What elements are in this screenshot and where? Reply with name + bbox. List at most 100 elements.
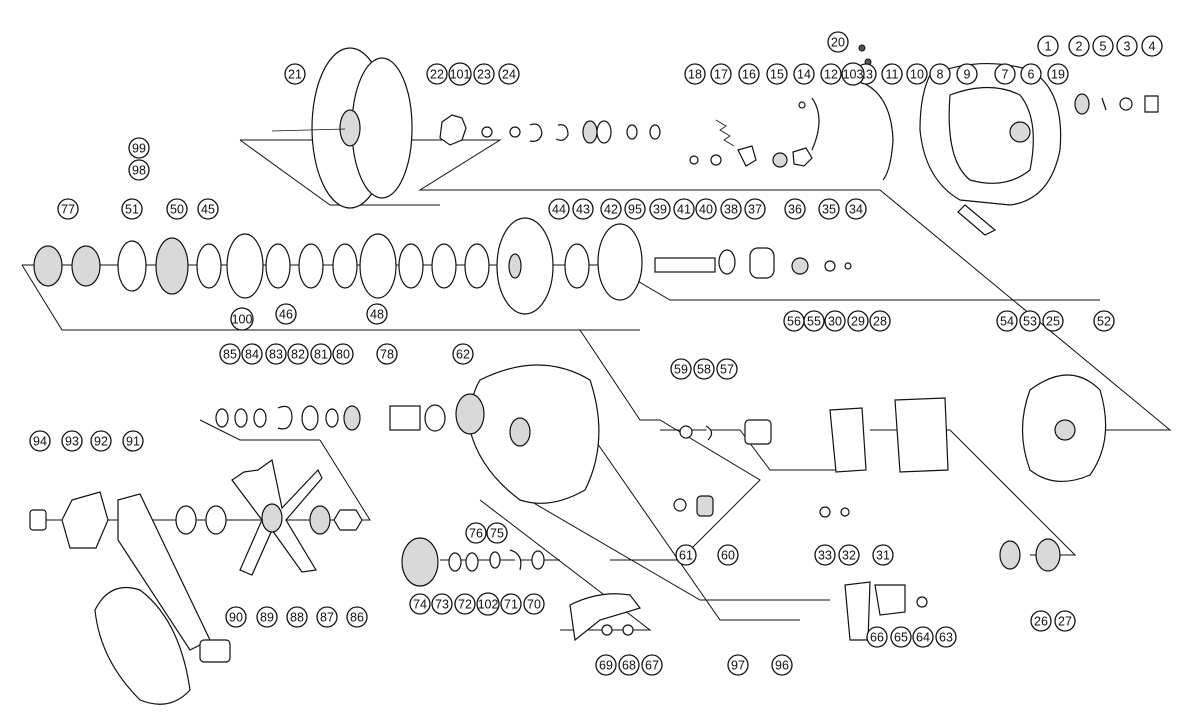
callout-label: 19	[1051, 68, 1065, 82]
callout-19: 19	[1047, 63, 1069, 85]
callout-11: 11	[881, 63, 903, 85]
callout-66: 66	[866, 626, 888, 648]
callout-95: 95	[624, 198, 646, 220]
callout-62: 62	[452, 343, 474, 365]
callout-56: 56	[783, 310, 805, 332]
callout-label: 14	[797, 68, 811, 82]
callout-94: 94	[29, 430, 51, 452]
callout-73: 73	[431, 593, 453, 615]
callout-80: 80	[332, 343, 354, 365]
callout-label: 37	[748, 203, 762, 217]
callout-25: 25	[1042, 310, 1064, 332]
callout-100: 100	[230, 307, 254, 331]
callout-5: 5	[1092, 35, 1114, 57]
callout-4: 4	[1141, 35, 1163, 57]
callout-label: 91	[126, 435, 140, 449]
callout-label: 71	[504, 598, 518, 612]
callout-label: 52	[1097, 315, 1111, 329]
callout-label: 57	[720, 363, 734, 377]
callout-57: 57	[716, 358, 738, 380]
callout-60: 60	[717, 544, 739, 566]
callout-53: 53	[1019, 310, 1041, 332]
callout-label: 4	[1149, 40, 1156, 54]
callout-15: 15	[766, 63, 788, 85]
callout-99: 99	[128, 137, 150, 159]
callout-label: 2	[1076, 40, 1083, 54]
callout-label: 9	[964, 68, 971, 82]
callout-label: 1	[1045, 40, 1052, 54]
callout-label: 75	[490, 527, 504, 541]
callout-label: 27	[1058, 615, 1072, 629]
callout-18: 18	[684, 63, 706, 85]
callout-68: 68	[618, 654, 640, 676]
callout-27: 27	[1054, 610, 1076, 632]
callout-6: 6	[1020, 63, 1042, 85]
callout-101: 101	[448, 62, 472, 86]
callout-7: 7	[994, 63, 1016, 85]
callout-40: 40	[695, 198, 717, 220]
callout-label: 30	[828, 315, 842, 329]
callout-label: 24	[502, 68, 516, 82]
brake-parts	[679, 397, 1061, 641]
callout-label: 53	[1023, 315, 1037, 329]
callout-label: 72	[458, 598, 472, 612]
callout-93: 93	[61, 430, 83, 452]
top-row-parts	[439, 44, 894, 181]
callout-label: 90	[229, 611, 243, 625]
callout-label: 46	[279, 308, 293, 322]
callout-67: 67	[641, 654, 663, 676]
callout-label: 35	[822, 203, 836, 217]
callout-label: 68	[622, 659, 636, 673]
callout-label: 55	[807, 315, 821, 329]
bottom-middle-parts	[401, 495, 714, 642]
callout-37: 37	[744, 198, 766, 220]
callout-82: 82	[287, 343, 309, 365]
callout-81: 81	[310, 343, 332, 365]
callout-52: 52	[1093, 310, 1115, 332]
callout-label: 22	[430, 68, 444, 82]
bearing-stack	[215, 404, 446, 432]
callout-label: 84	[245, 348, 259, 362]
callout-50: 50	[166, 198, 188, 220]
callout-label: 7	[1002, 68, 1009, 82]
callout-label: 103	[843, 68, 864, 82]
callout-label: 83	[269, 348, 283, 362]
callout-89: 89	[256, 606, 278, 628]
callout-label: 102	[478, 598, 499, 612]
callout-36: 36	[784, 198, 806, 220]
callout-69: 69	[595, 654, 617, 676]
callout-label: 99	[132, 142, 146, 156]
callout-26: 26	[1030, 610, 1052, 632]
callout-label: 51	[125, 203, 139, 217]
right-side-plate	[1021, 374, 1107, 483]
callout-98: 98	[128, 159, 150, 181]
callout-label: 70	[527, 598, 541, 612]
callout-29: 29	[847, 310, 869, 332]
callout-14: 14	[793, 63, 815, 85]
callout-64: 64	[912, 626, 934, 648]
callout-label: 98	[132, 164, 146, 178]
callout-30: 30	[824, 310, 846, 332]
frame	[919, 62, 1062, 236]
callout-label: 87	[320, 611, 334, 625]
callout-label: 76	[469, 527, 483, 541]
callout-label: 77	[61, 203, 75, 217]
callout-label: 42	[604, 203, 618, 217]
callout-72: 72	[454, 593, 476, 615]
callout-74: 74	[409, 593, 431, 615]
callout-24: 24	[498, 63, 520, 85]
callout-label: 88	[290, 611, 304, 625]
callout-70: 70	[523, 593, 545, 615]
callout-label: 28	[873, 315, 887, 329]
callout-label: 44	[552, 203, 566, 217]
callout-label: 86	[350, 611, 364, 625]
callout-label: 94	[33, 435, 47, 449]
callout-42: 42	[600, 198, 622, 220]
callout-label: 66	[870, 631, 884, 645]
callout-43: 43	[572, 198, 594, 220]
callout-58: 58	[693, 358, 715, 380]
callout-label: 32	[842, 549, 856, 563]
callout-61: 61	[675, 544, 697, 566]
callout-46: 46	[275, 303, 297, 325]
